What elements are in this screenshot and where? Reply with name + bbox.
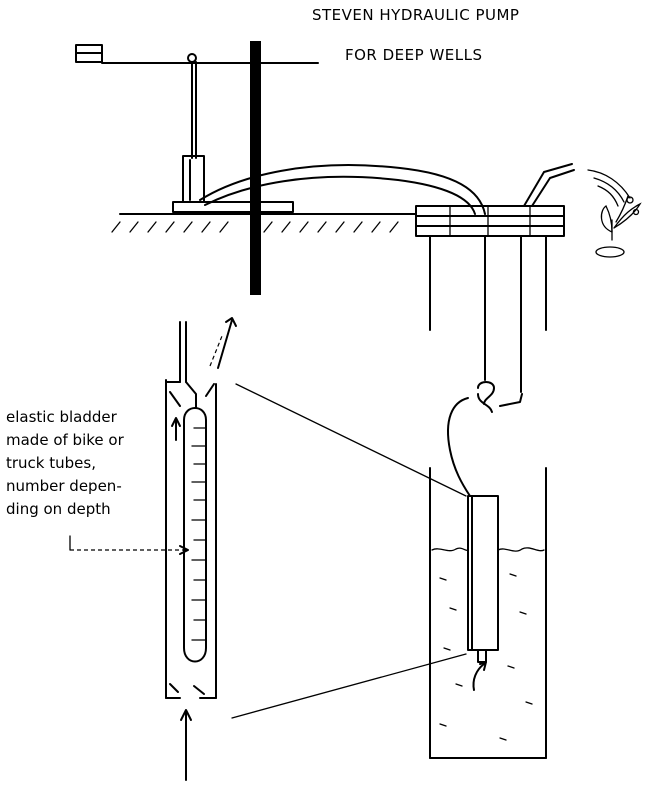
lever-pivot — [187, 53, 197, 63]
annotation-line-3: truck tubes, — [6, 454, 96, 472]
well-pump-body — [467, 495, 499, 651]
plant-icon — [595, 195, 642, 258]
pump-cylinder — [182, 155, 205, 203]
pipe-break — [447, 381, 523, 497]
annotation-line-5: ding on depth — [6, 500, 111, 518]
water-spray — [587, 169, 631, 207]
annotation-line-1: elastic bladder — [6, 408, 117, 426]
lever-mechanism — [75, 44, 319, 213]
outlet-pipe — [523, 163, 573, 207]
well-shaft — [429, 467, 547, 759]
elastic-bladder — [183, 407, 207, 663]
pump-base-plate — [172, 201, 294, 213]
diagram-title: STEVEN HYDRAULIC PUMP — [312, 6, 520, 24]
ground — [111, 213, 417, 233]
pump-detail-view — [69, 317, 237, 781]
outflow-arrow — [217, 319, 233, 369]
well-head — [415, 205, 565, 393]
water-surface — [431, 547, 469, 552]
leader-line-top — [235, 383, 467, 497]
hydraulic-line — [199, 164, 486, 215]
leader-line-bottom — [231, 653, 467, 719]
support-post — [250, 41, 261, 295]
diagram-subtitle: FOR DEEP WELLS — [345, 46, 483, 64]
annotation-line-4: number depen- — [6, 477, 122, 495]
annotation-line-2: made of bike or — [6, 431, 124, 449]
